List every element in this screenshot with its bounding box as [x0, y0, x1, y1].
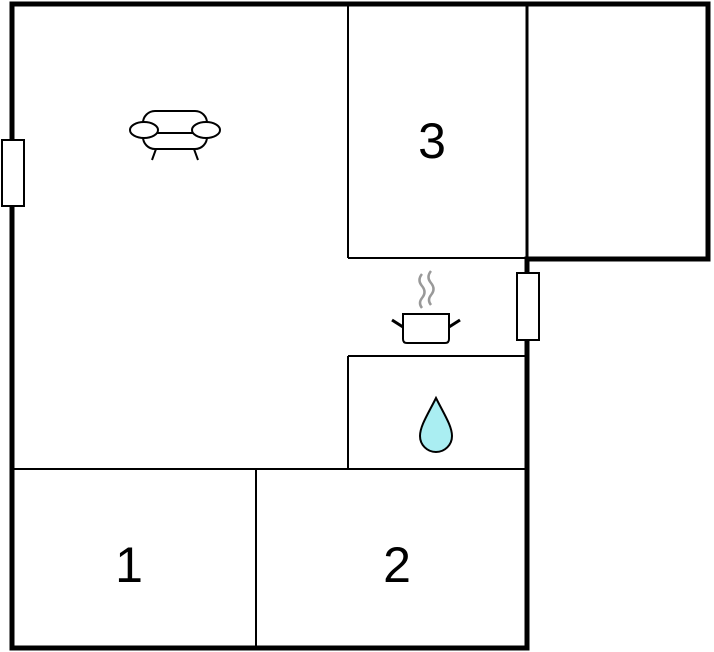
room-label-1: 1	[115, 537, 143, 593]
window-icon	[516, 272, 540, 341]
room-label-2: 2	[383, 537, 411, 593]
sofa-icon	[129, 110, 221, 161]
outer-walls	[9, 1, 711, 651]
water-drop-icon	[418, 395, 454, 453]
cooking-pot-icon	[391, 270, 461, 344]
room-label-3: 3	[418, 113, 446, 169]
window-icon	[1, 139, 25, 207]
interior-walls	[12, 4, 527, 648]
